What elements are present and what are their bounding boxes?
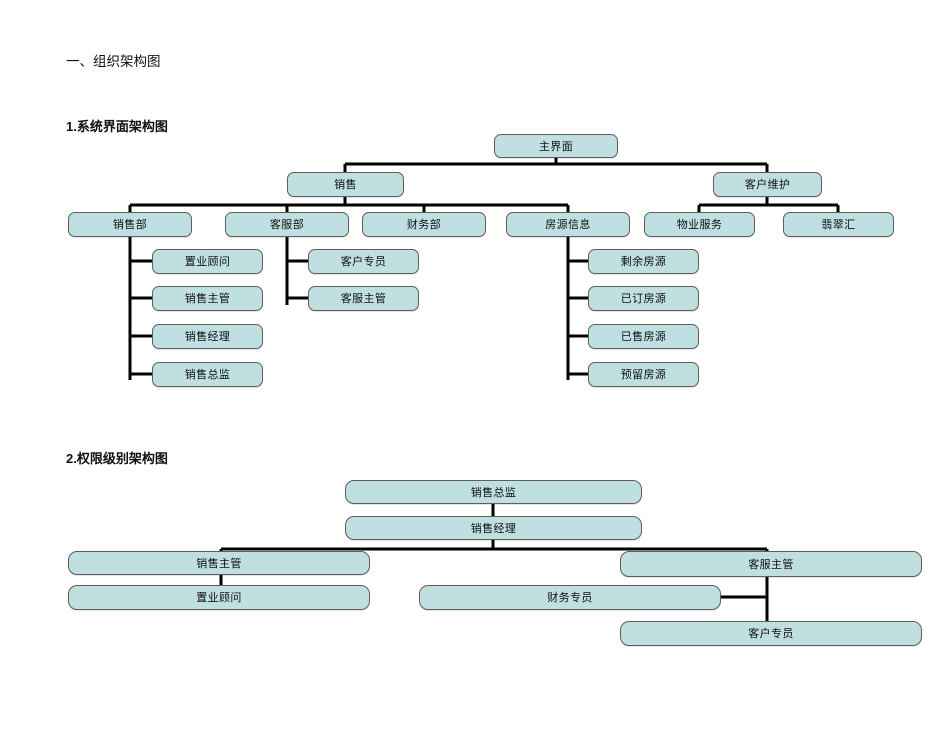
section-2-title: 权限级别架构图 (76, 451, 168, 466)
node-sales[interactable]: 销售 (287, 172, 404, 197)
node-housing-info[interactable]: 房源信息 (506, 212, 630, 237)
node-finance-department[interactable]: 财务部 (362, 212, 486, 237)
node-perm-sales-manager[interactable]: 销售经理 (345, 516, 642, 540)
node-remaining-housing[interactable]: 剩余房源 (588, 249, 699, 274)
node-customer-maintenance[interactable]: 客户维护 (713, 172, 822, 197)
page-title: 一、组织架构图 (66, 54, 161, 69)
node-perm-service-supervisor[interactable]: 客服主管 (620, 551, 922, 577)
section-2-number: 2. (66, 451, 77, 466)
node-sales-manager[interactable]: 销售经理 (152, 324, 263, 349)
node-sales-supervisor[interactable]: 销售主管 (152, 286, 263, 311)
node-service-supervisor[interactable]: 客服主管 (308, 286, 419, 311)
node-customer-service-department[interactable]: 客服部 (225, 212, 349, 237)
node-reserved-housing[interactable]: 预留房源 (588, 362, 699, 387)
node-perm-sales-director[interactable]: 销售总监 (345, 480, 642, 504)
node-jadeite-hub[interactable]: 翡翠汇 (783, 212, 894, 237)
node-booked-housing[interactable]: 已订房源 (588, 286, 699, 311)
section-1-number: 1. (66, 119, 77, 134)
node-property-consultant[interactable]: 置业顾问 (152, 249, 263, 274)
node-perm-sales-supervisor[interactable]: 销售主管 (68, 551, 370, 575)
section-2-heading: 2.权限级别架构图 (66, 452, 168, 465)
node-sales-director[interactable]: 销售总监 (152, 362, 263, 387)
section-1-heading: 1.系统界面架构图 (66, 120, 168, 133)
node-perm-finance-specialist[interactable]: 财务专员 (419, 585, 721, 610)
section-1-title: 系统界面架构图 (76, 119, 168, 134)
node-customer-specialist[interactable]: 客户专员 (308, 249, 419, 274)
node-property-service[interactable]: 物业服务 (644, 212, 755, 237)
node-perm-property-consultant[interactable]: 置业顾问 (68, 585, 370, 610)
node-perm-customer-specialist[interactable]: 客户专员 (620, 621, 922, 646)
node-sold-housing[interactable]: 已售房源 (588, 324, 699, 349)
node-sales-department[interactable]: 销售部 (68, 212, 192, 237)
node-main-interface[interactable]: 主界面 (494, 134, 618, 158)
